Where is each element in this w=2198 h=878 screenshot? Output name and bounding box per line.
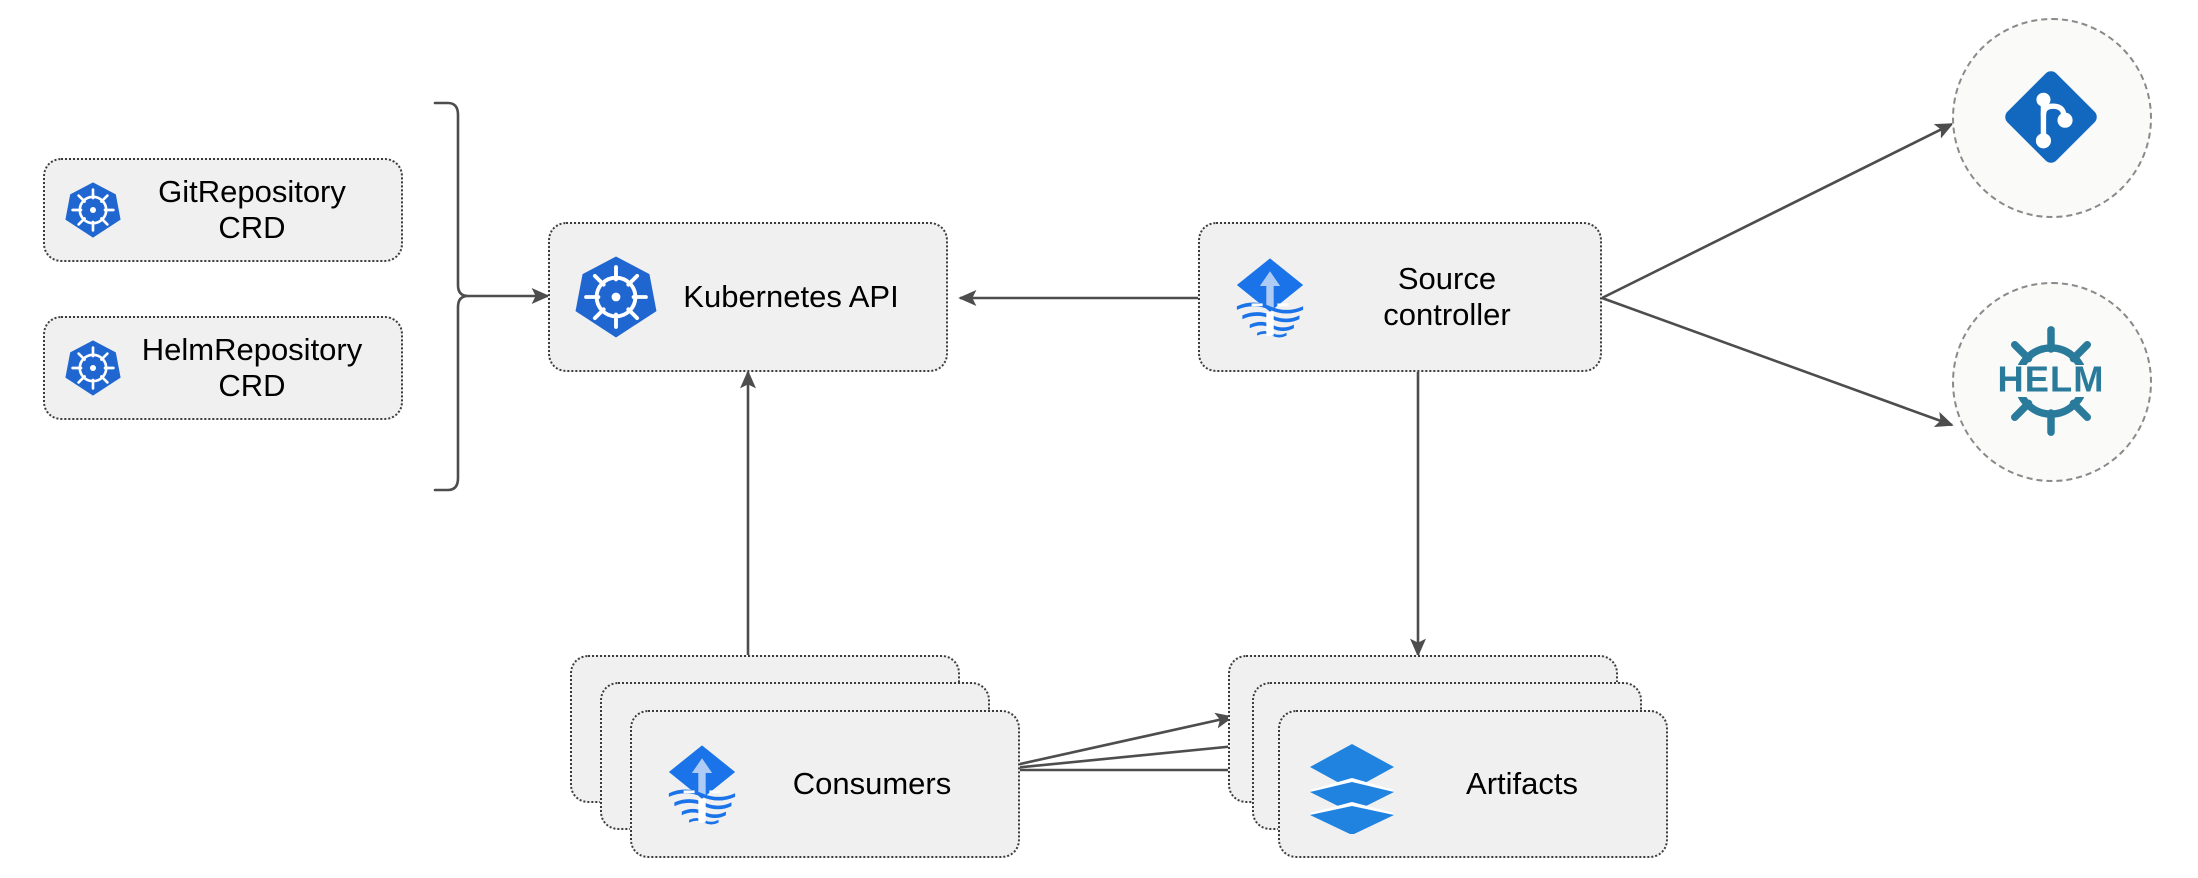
node-source-controller[interactable]: Source controller bbox=[1198, 222, 1602, 372]
node-artifacts[interactable]: Artifacts bbox=[1278, 710, 1668, 858]
edge-consumers-to-artifacts-1 bbox=[992, 712, 1234, 772]
crd-group-bracket bbox=[433, 101, 470, 492]
helm-wordmark: HELM bbox=[1998, 359, 2105, 400]
node-label: Artifacts bbox=[1466, 766, 1578, 802]
kubernetes-icon bbox=[59, 176, 127, 244]
node-label: GitRepository CRD bbox=[158, 174, 346, 245]
node-git-repository-crd[interactable]: GitRepository CRD bbox=[43, 158, 403, 262]
kubernetes-icon bbox=[59, 334, 127, 402]
node-consumers[interactable]: Consumers bbox=[630, 710, 1020, 858]
kubernetes-icon bbox=[568, 249, 664, 345]
node-label: HelmRepository CRD bbox=[141, 332, 363, 403]
edge-source-controller-to-git bbox=[1601, 122, 1954, 300]
edge-source-controller-to-helm bbox=[1601, 296, 1954, 427]
git-icon bbox=[1997, 63, 2107, 173]
node-label: Source controller bbox=[1383, 261, 1511, 332]
flux-source-controller-icon bbox=[650, 732, 754, 836]
node-kubernetes-api[interactable]: Kubernetes API bbox=[548, 222, 948, 372]
flux-source-controller-icon bbox=[1218, 245, 1322, 349]
node-label: Kubernetes API bbox=[683, 279, 899, 315]
node-git-provider[interactable] bbox=[1952, 18, 2152, 218]
node-label: Consumers bbox=[792, 766, 952, 802]
helm-icon: HELM bbox=[1987, 317, 2117, 447]
layers-stack-icon bbox=[1298, 730, 1406, 838]
edge-consumers-to-artifacts-2 bbox=[992, 737, 1258, 772]
node-helm-repository-crd[interactable]: HelmRepository CRD bbox=[43, 316, 403, 420]
node-helm-provider[interactable]: HELM bbox=[1952, 282, 2152, 482]
